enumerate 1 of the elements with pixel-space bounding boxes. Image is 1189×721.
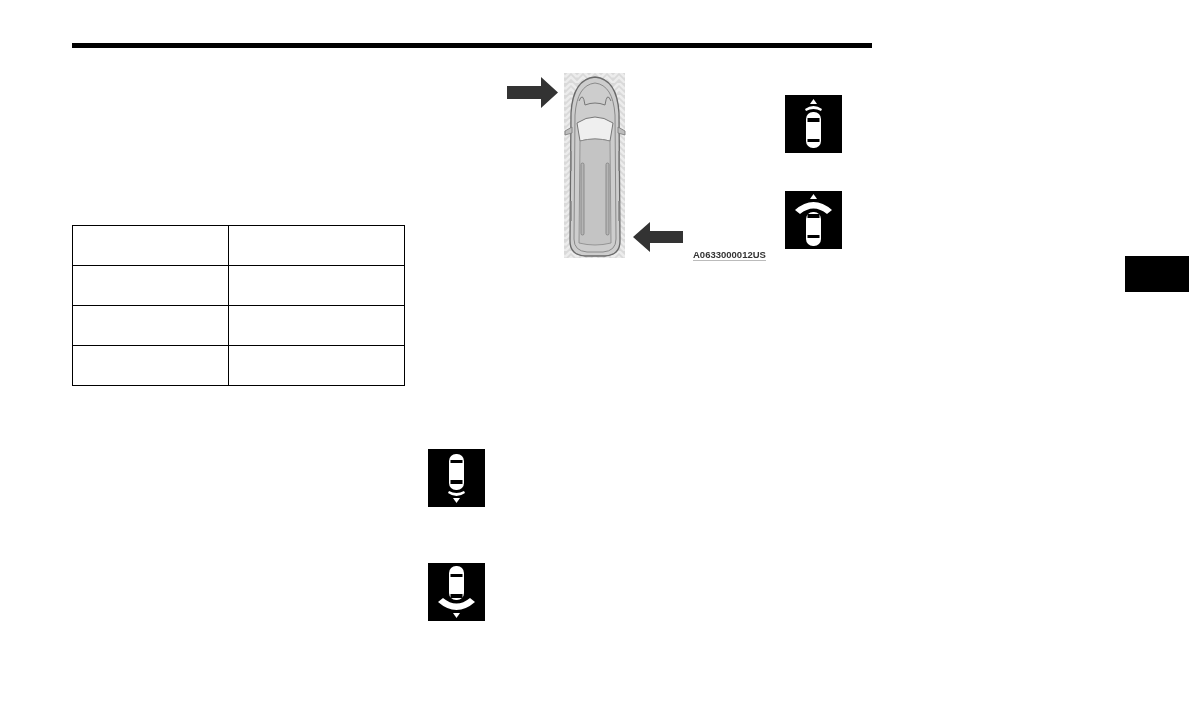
figure-code: A0633000012US — [693, 249, 766, 261]
